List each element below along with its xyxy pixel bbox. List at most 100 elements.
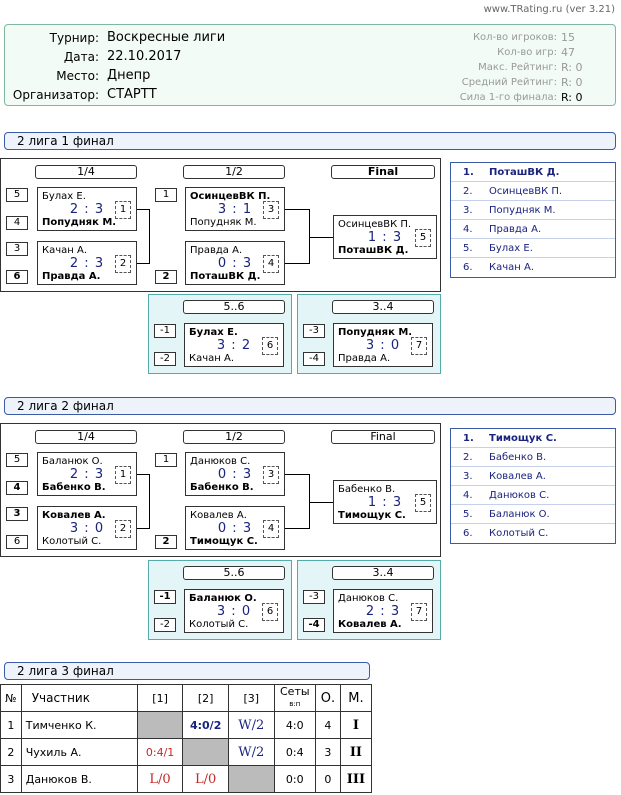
match-box[interactable]: Ковалев А. 0 : 3 Тимощук С. 4 bbox=[185, 506, 285, 550]
player-name: Правда А. bbox=[190, 245, 243, 256]
standings-list-final1: 1. ПоташВК Д. 2.ОсинцевВК П. 3.Попудняк М… bbox=[450, 162, 616, 278]
seed-badge: -3 bbox=[303, 590, 325, 604]
standings-row: 3.Попудняк М. bbox=[451, 201, 615, 220]
seed-badge: -4 bbox=[303, 618, 325, 632]
stat-label: Макс. Рейтинг: bbox=[478, 62, 557, 73]
standings-rank: 4. bbox=[463, 224, 473, 235]
player-name: Попудняк М. bbox=[190, 217, 257, 228]
match-box[interactable]: Данюков С. 2 : 3 Ковалев А. 7 bbox=[333, 589, 433, 633]
seed-badge: 1 bbox=[155, 188, 177, 202]
bracket-line bbox=[137, 263, 149, 264]
consolation-panel-5-6: 5..6 -1 -2 Булах Е. 3 : 2 Качан А. 6 bbox=[148, 294, 292, 374]
player-name: Качан А. bbox=[42, 245, 87, 256]
player-name: Булах Е. bbox=[189, 327, 238, 338]
standings-rank: 1. bbox=[463, 167, 474, 178]
match-box[interactable]: Булах Е. 3 : 2 Качан А. 6 bbox=[184, 323, 284, 367]
player-name: Бабенко В. bbox=[42, 482, 106, 493]
seed-badge: 2 bbox=[155, 535, 177, 549]
match-box[interactable]: ОсинцевВК П. 3 : 1 Попудняк М. 3 bbox=[185, 187, 285, 231]
tournament-info-panel: Турнир: Воскресные лиги Дата: 22.10.2017… bbox=[4, 24, 616, 106]
standings-row: 6.Колотый С. bbox=[451, 524, 615, 543]
bracket-line bbox=[149, 474, 150, 529]
consolation-panel-3-4: 3..4 -3 -4 Попудняк М. 3 : 0 Правда А. 7 bbox=[297, 294, 441, 374]
round-header: 5..6 bbox=[183, 300, 285, 314]
match-box[interactable]: Ковалев А. 3 : 0 Колотый С. 2 bbox=[37, 506, 137, 550]
match-score: 3 : 0 bbox=[365, 338, 401, 353]
organizer-value: СТАРТТ bbox=[107, 87, 157, 102]
col-header-points: О. bbox=[315, 684, 341, 712]
stat-value: 15 bbox=[561, 31, 575, 44]
match-number: 1 bbox=[115, 466, 131, 484]
consolation-panel-3-4: 3..4 -3 -4 Данюков С. 2 : 3 Ковалев А. 7 bbox=[297, 560, 441, 640]
match-number: 1 bbox=[115, 201, 131, 219]
stat-label: Кол-во игр: bbox=[497, 47, 557, 58]
sets-value: 4:0 bbox=[273, 711, 317, 739]
match-box[interactable]: Качан А. 2 : 3 Правда А. 2 bbox=[37, 241, 137, 285]
section-title-final3: 2 лига 3 финал bbox=[4, 662, 370, 680]
seed-badge: 5 bbox=[6, 453, 28, 467]
seed-badge: 5 bbox=[6, 188, 28, 202]
standings-rank: 3. bbox=[463, 471, 473, 482]
seed-badge: -2 bbox=[154, 352, 176, 366]
player-name: Правда А. bbox=[42, 271, 101, 282]
match-box[interactable]: Данюков С. 0 : 3 Бабенко В. 3 bbox=[185, 452, 285, 496]
standings-name: ПоташВК Д. bbox=[489, 167, 560, 178]
standings-name: Булах Е. bbox=[489, 243, 533, 254]
consolation-panel-5-6: 5..6 -1 -2 Баланюк О. 3 : 0 Колотый С. 6 bbox=[148, 560, 292, 640]
player-name: Колотый С. bbox=[42, 536, 102, 547]
match-box[interactable]: Баланюк О. 3 : 0 Колотый С. 6 bbox=[184, 589, 284, 633]
bracket-line bbox=[137, 528, 149, 529]
player-name: Тимченко К. bbox=[20, 711, 138, 739]
match-box[interactable]: Булах Е. 2 : 3 Попудняк М. 1 bbox=[37, 187, 137, 231]
standings-row: 1. ПоташВК Д. bbox=[451, 163, 615, 182]
place-label: Место: bbox=[56, 69, 99, 83]
result-cell[interactable]: L/0 bbox=[182, 765, 229, 793]
place-value: III bbox=[339, 765, 373, 793]
match-score: 1 : 3 bbox=[367, 230, 403, 245]
match-box[interactable]: Попудняк М. 3 : 0 Правда А. 7 bbox=[333, 323, 433, 367]
standings-row: 2.ОсинцевВК П. bbox=[451, 182, 615, 201]
match-score: 0 : 3 bbox=[217, 256, 253, 271]
result-cell[interactable]: L/0 bbox=[136, 765, 184, 793]
player-name: ПоташВК Д. bbox=[338, 245, 409, 256]
stat-value: R: 0 bbox=[561, 61, 583, 74]
round-header: 3..4 bbox=[332, 300, 434, 314]
match-number: 4 bbox=[263, 520, 279, 538]
match-score: 3 : 1 bbox=[217, 202, 253, 217]
match-box[interactable]: Баланюк О. 2 : 3 Бабенко В. 1 bbox=[37, 452, 137, 496]
match-box[interactable]: ОсинцевВК П. 1 : 3 ПоташВК Д. 5 bbox=[333, 215, 437, 259]
player-name: Булах Е. bbox=[42, 191, 86, 202]
result-cell[interactable]: 0:4/1 bbox=[136, 738, 184, 766]
player-name: Данюков С. bbox=[338, 593, 399, 604]
seed-badge: 3 bbox=[6, 507, 28, 521]
match-number: 2 bbox=[115, 520, 131, 538]
result-cell[interactable]: 4:0/2 bbox=[182, 711, 229, 739]
points-value: 0 bbox=[315, 765, 341, 793]
match-box[interactable]: Правда А. 0 : 3 ПоташВК Д. 4 bbox=[185, 241, 285, 285]
player-name: Чухиль А. bbox=[20, 738, 138, 766]
standings-name: Бабенко В. bbox=[489, 452, 547, 463]
player-name: ОсинцевВК П. bbox=[190, 191, 271, 202]
standings-rank: 5. bbox=[463, 509, 473, 520]
match-score: 2 : 3 bbox=[69, 202, 105, 217]
result-cell[interactable]: W/2 bbox=[227, 738, 275, 766]
stat-value: 47 bbox=[561, 46, 575, 59]
match-box[interactable]: Бабенко В. 1 : 3 Тимощук С. 5 bbox=[333, 480, 437, 524]
standings-row: 1.Тимощук С. bbox=[451, 429, 615, 448]
match-number: 2 bbox=[115, 255, 131, 273]
col-header-player: Участник bbox=[20, 684, 138, 712]
player-name: ПоташВК Д. bbox=[190, 271, 261, 282]
player-name: Баланюк О. bbox=[42, 456, 103, 467]
player-name: Попудняк М. bbox=[42, 217, 117, 228]
col-header-place: М. bbox=[339, 684, 373, 712]
result-cell[interactable]: W/2 bbox=[227, 711, 275, 739]
seed-badge: 6 bbox=[6, 535, 28, 549]
player-name: Данюков В. bbox=[20, 765, 138, 793]
place-value: Днепр bbox=[107, 68, 151, 83]
bracket-line bbox=[137, 209, 149, 210]
date-label: Дата: bbox=[63, 50, 99, 64]
bracket-line bbox=[309, 502, 333, 503]
standings-rank: 2. bbox=[463, 186, 473, 197]
match-score: 3 : 2 bbox=[216, 338, 252, 353]
round-header: 3..4 bbox=[332, 566, 434, 580]
